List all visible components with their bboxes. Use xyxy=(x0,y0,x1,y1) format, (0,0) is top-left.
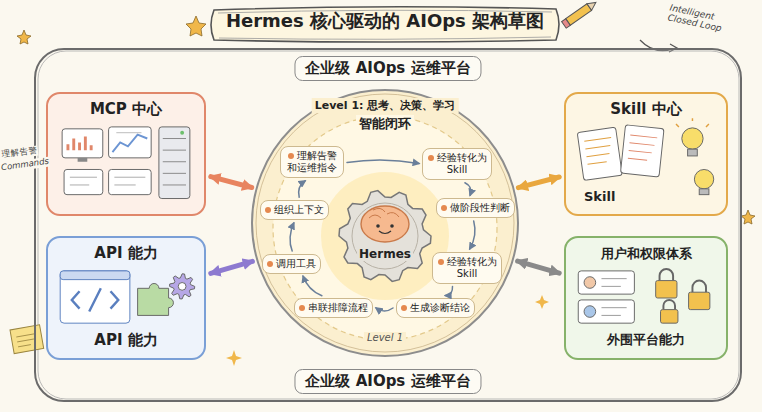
diagram-title: Hermes 核心驱动的 AIOps 架构草图 xyxy=(226,10,544,31)
node-heading: 企业级 AIOps 运维平台 xyxy=(294,56,481,81)
bidirectional-arrow xyxy=(518,177,559,188)
pencil xyxy=(562,0,599,28)
sparkle xyxy=(226,350,242,366)
node-heading: 用户和权限体系 xyxy=(601,245,692,263)
star xyxy=(17,30,31,44)
loop-step: 经验转化为Skill xyxy=(422,148,492,180)
mcp-center-box: MCP 中心 xyxy=(46,92,206,216)
star xyxy=(186,16,206,36)
title-frame-sketch xyxy=(218,10,552,39)
bidirectional-arrow xyxy=(518,261,560,273)
loop-step: 经验转化为Skill xyxy=(432,252,502,284)
loop-step: 做阶段性判断 xyxy=(436,198,515,218)
loop-step: 串联排障流程 xyxy=(294,298,373,318)
node-text: Skill xyxy=(584,189,615,204)
annotation-label: Intelligent Closed Loop xyxy=(667,3,744,39)
step-text: 串联排障流程 xyxy=(308,302,368,313)
sparkle xyxy=(535,295,549,309)
bidirectional-arrow xyxy=(211,177,252,188)
node-text: API 能力 xyxy=(94,331,157,350)
node-heading: Skill 中心 xyxy=(610,100,681,119)
node-text: 企业级 AIOps 运维平台 xyxy=(294,369,481,394)
step-text: 调用工具 xyxy=(276,258,316,269)
api-capability-box: API 能力 API 能力 xyxy=(46,236,206,360)
step-text: 做阶段性判断 xyxy=(450,202,510,213)
sticky-note xyxy=(10,325,44,354)
hermes-gear: Hermes xyxy=(339,190,431,282)
bidirectional-arrow xyxy=(211,261,253,273)
node-text: 外围平台能力 xyxy=(607,331,685,349)
title-frame xyxy=(211,7,559,42)
star xyxy=(741,210,755,224)
step-text: 生成诊断结论 xyxy=(410,302,470,313)
step-text: 经验转化为Skill xyxy=(447,256,497,279)
node-heading: API 能力 xyxy=(94,244,157,263)
node-heading: MCP 中心 xyxy=(90,100,162,119)
node-text: Level 1 xyxy=(364,332,406,343)
node-text: 智能闭环 xyxy=(356,115,414,133)
step-text: 经验转化为Skill xyxy=(437,152,487,175)
platform-frame: 企业级 AIOps 运维平台企业级 AIOps 运维平台 MCP 中心 Skill … xyxy=(34,48,742,402)
step-text: 组织上下文 xyxy=(274,204,324,215)
loop-step: 生成诊断结论 xyxy=(396,298,475,318)
step-text: 理解告警和运维指令 xyxy=(287,150,337,173)
loop-step: 理解告警和运维指令 xyxy=(280,146,344,178)
loop-step: 组织上下文 xyxy=(260,200,329,220)
platform-frame-sketch xyxy=(38,51,739,399)
title-holder: Hermes 核心驱动的 AIOps 架构草图 xyxy=(150,9,620,33)
hermes-gear-art xyxy=(339,190,431,282)
skill-center-box: Skill 中心 Skill xyxy=(564,92,728,216)
user-permission-box: 用户和权限体系外围平台能力 xyxy=(564,236,728,360)
intelligent-loop-circle: Level 1: 思考、决策、学习智能闭环 Level 1 Hermes 理解告警和运… xyxy=(250,88,520,358)
node-heading: Hermes xyxy=(357,247,413,261)
loop-step: 调用工具 xyxy=(262,254,321,274)
node-heading: Level 1: 思考、决策、学习 xyxy=(312,98,459,113)
